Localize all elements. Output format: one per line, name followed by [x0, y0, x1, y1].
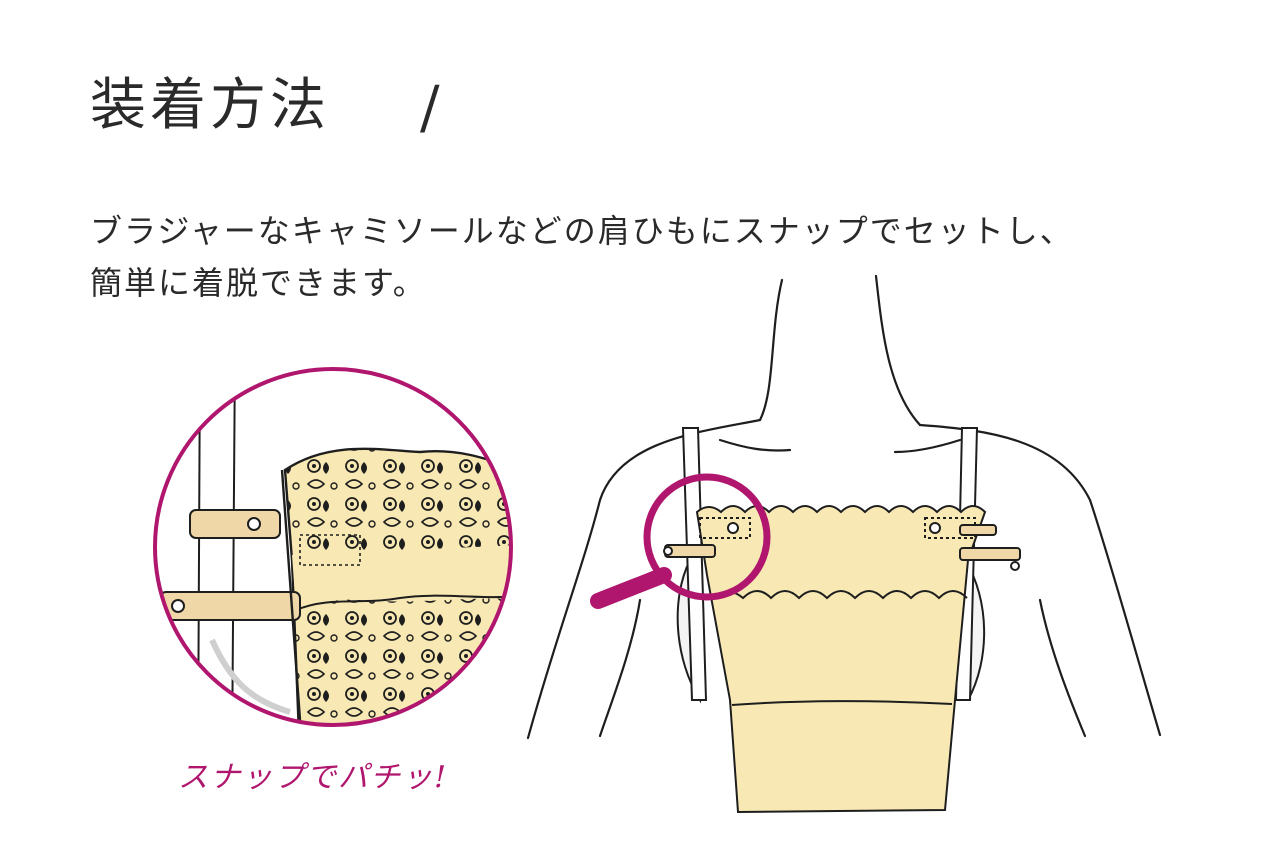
side-tabs — [663, 524, 1021, 571]
description-line-1: ブラジャーなキャミソールなどの肩ひもにスナップでセットし、 — [90, 212, 1074, 250]
title-slash: / — [420, 73, 440, 141]
zoom-detail — [153, 367, 513, 727]
description-line-2: 簡単に着脱できます。 — [90, 264, 427, 302]
snap-caption: スナップでパチッ! — [178, 760, 449, 795]
description: ブラジャーなキャミソールなどの肩ひもにスナップでセットし、 簡単に着脱できます。 — [90, 205, 1230, 309]
magnifier-icon — [590, 473, 771, 609]
camisole-cover — [695, 505, 987, 814]
page-title: 装着方法 — [90, 73, 330, 138]
